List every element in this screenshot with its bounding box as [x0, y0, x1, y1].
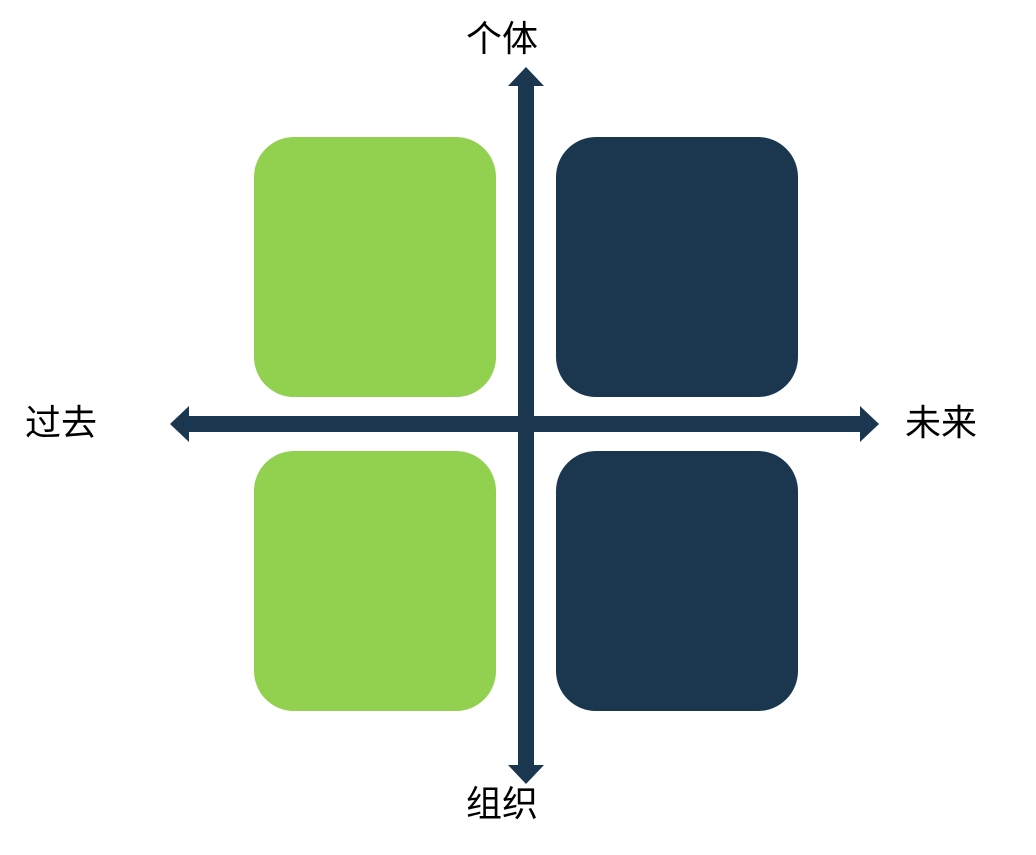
axis-label-organization: 组织 [466, 784, 539, 825]
quadrant-top-left [254, 137, 496, 397]
arrowhead-up-icon [508, 67, 544, 86]
quadrant-bottom-left [254, 451, 496, 711]
arrowhead-down-icon [508, 765, 544, 784]
arrowhead-left-icon [170, 406, 189, 442]
arrowhead-right-icon [860, 406, 879, 442]
quadrant-top-right [556, 137, 798, 397]
quadrant-bottom-right [556, 451, 798, 711]
horizontal-axis-arrow [170, 406, 879, 442]
axis-label-future: 未来 [905, 403, 978, 444]
axis-label-individual: 个体 [466, 19, 539, 60]
axis-label-past: 过去 [25, 403, 98, 444]
